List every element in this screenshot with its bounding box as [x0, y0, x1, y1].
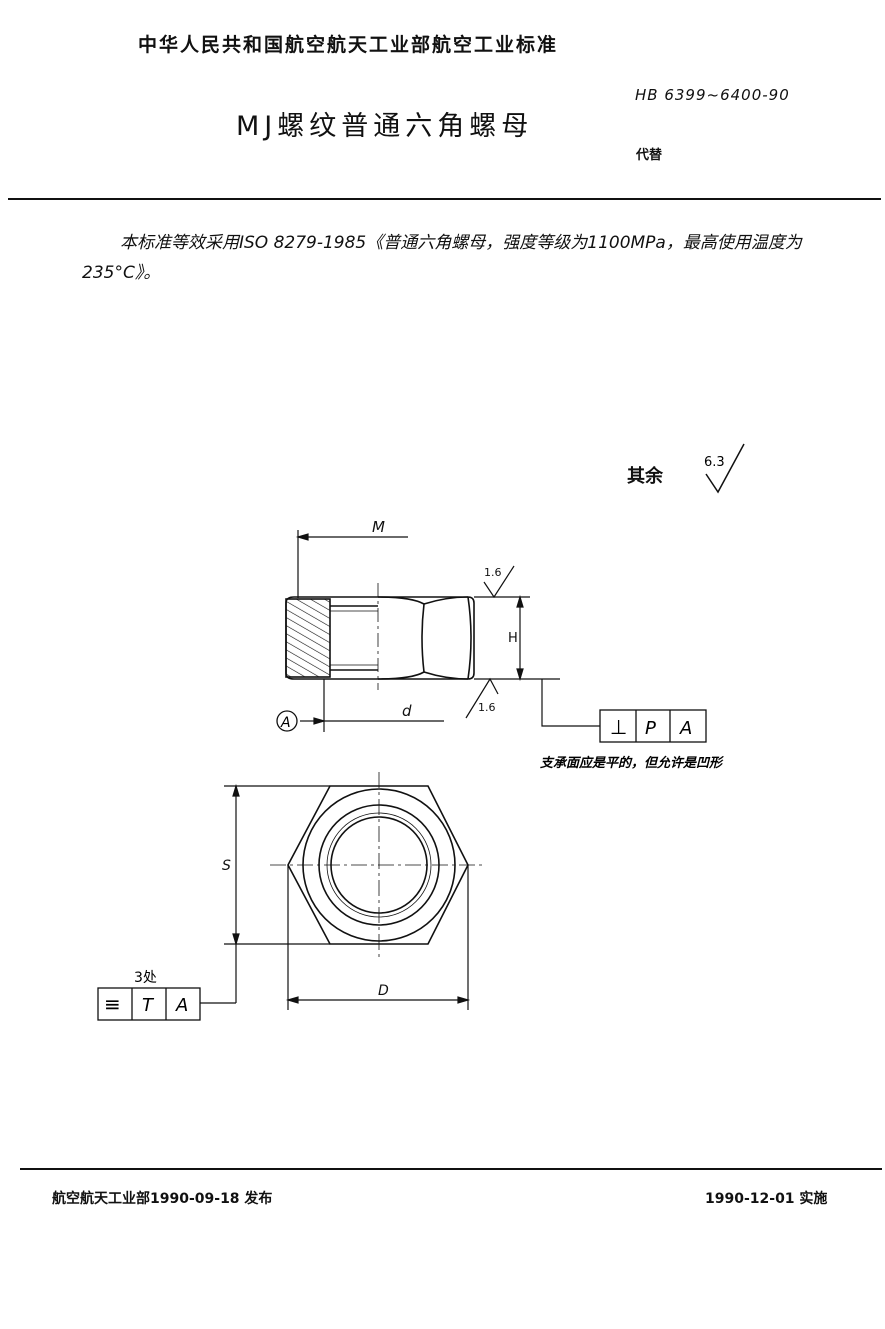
nut-side-view — [285, 583, 475, 690]
perp-symbol: ⊥ — [610, 715, 627, 739]
perp-tol: P — [645, 718, 656, 739]
footer-rule — [20, 1168, 882, 1170]
symmetry-count: 3处 — [134, 970, 157, 986]
document-title: MJ螺纹普通六角螺母 — [236, 111, 534, 142]
perp-datum: A — [679, 718, 692, 739]
roughness-other-label: 其余 — [627, 466, 663, 487]
dim-H-label: H — [508, 631, 518, 646]
standard-number: HB 6399~6400-90 — [635, 86, 790, 104]
datum-A-label: A — [280, 715, 291, 731]
tolerance-frame-perpendicularity: ⊥ P A 支承面应是平的，但允许是凹形 — [540, 679, 724, 771]
datum-A-marker: A — [276, 710, 298, 732]
issuer-line: 中华人民共和国航空航天工业部航空工业标准 — [138, 34, 559, 56]
roughness-other-symbol: 6.3 — [704, 443, 745, 494]
intro-paragraph: 本标准等效采用ISO 8279-1985《普通六角螺母，强度等级为1100MPa… — [82, 233, 802, 283]
tolerance-frame-symmetry: 3处 ≡ T A — [97, 970, 236, 1021]
dimension-d: d — [300, 679, 444, 732]
effective-date: 1990-12-01 实施 — [705, 1191, 828, 1207]
dimension-S: S — [222, 783, 330, 1003]
dimension-H: H — [474, 594, 560, 682]
tolerance-note: 支承面应是平的，但允许是凹形 — [540, 755, 724, 771]
sym-datum: A — [175, 995, 188, 1016]
nut-end-view — [270, 772, 484, 958]
dim-d-label: d — [402, 702, 412, 720]
dim-S-label: S — [222, 858, 231, 874]
roughness-other-value: 6.3 — [704, 455, 725, 470]
dimension-D: D — [285, 865, 471, 1010]
roughness-top: 1.6 — [483, 565, 515, 599]
roughness-top-value: 1.6 — [484, 566, 502, 579]
issued-date: 航空航天工业部1990-09-18 发布 — [52, 1191, 273, 1207]
dim-D-label: D — [378, 983, 389, 999]
sym-tol: T — [142, 995, 155, 1016]
dim-M-label: M — [372, 518, 385, 536]
dimension-M: M — [295, 518, 408, 598]
header-rule — [8, 198, 881, 200]
roughness-bottom: 1.6 — [465, 677, 499, 719]
replaces-label: 代替 — [636, 148, 663, 163]
sym-symbol: ≡ — [104, 992, 121, 1016]
roughness-bottom-value: 1.6 — [478, 701, 496, 714]
